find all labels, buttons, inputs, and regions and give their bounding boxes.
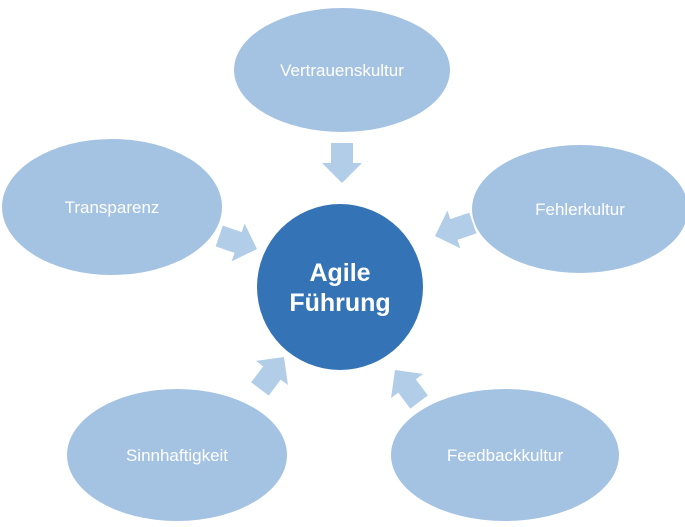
arrow-transparenz-to-center xyxy=(212,217,264,268)
center-node-shape xyxy=(257,204,423,370)
node-vertrauenskultur: Vertrauenskultur xyxy=(234,8,450,132)
node-fehlerkultur-shape xyxy=(472,145,685,273)
node-fehlerkultur: Fehlerkultur xyxy=(472,145,685,273)
node-sinnhaftigkeit: Sinnhaftigkeit xyxy=(67,389,287,521)
center-label-line2: Führung xyxy=(289,289,390,317)
arrow-vertrauenskultur-to-center xyxy=(322,143,362,183)
node-fehlerkultur-label: Fehlerkultur xyxy=(535,200,625,219)
node-vertrauenskultur-shape xyxy=(234,8,450,132)
node-feedbackkultur-label: Feedbackkultur xyxy=(447,446,564,465)
node-transparenz: Transparenz xyxy=(2,139,222,275)
node-transparenz-label: Transparenz xyxy=(65,198,160,217)
node-sinnhaftigkeit-label: Sinnhaftigkeit xyxy=(126,446,228,465)
center-label-line1: Agile xyxy=(309,259,370,287)
arrow-fehlerkultur-to-center xyxy=(428,204,480,255)
node-feedbackkultur: Feedbackkultur xyxy=(391,389,619,521)
node-feedbackkultur-shape xyxy=(391,389,619,521)
node-transparenz-shape xyxy=(2,139,222,275)
arrow-feedbackkultur-to-center xyxy=(379,357,436,414)
node-sinnhaftigkeit-shape xyxy=(67,389,287,521)
center-node: Agile Führung xyxy=(257,204,423,370)
node-vertrauenskultur-label: Vertrauenskultur xyxy=(280,61,404,80)
